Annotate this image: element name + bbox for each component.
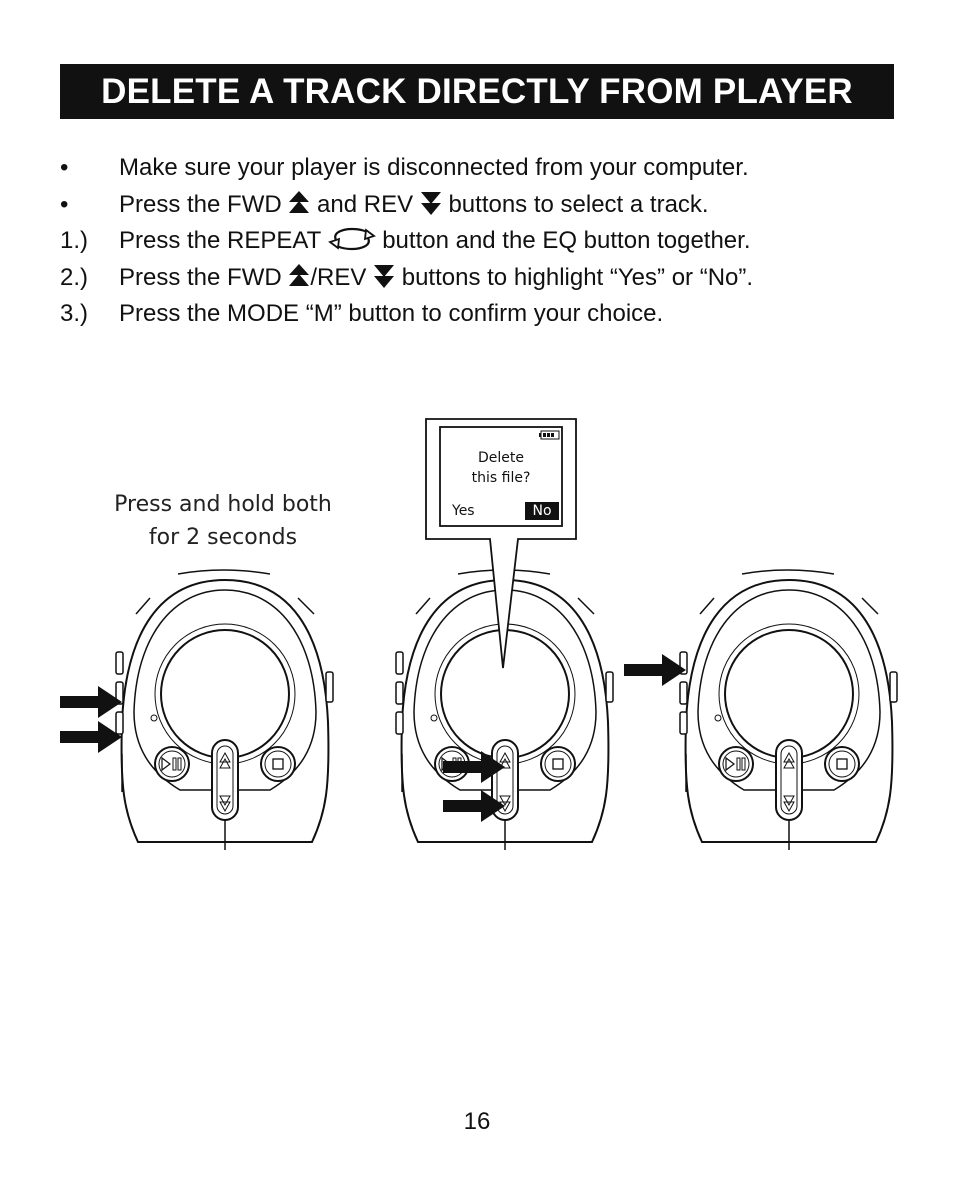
caption-line: Press and hold both [114,492,332,517]
rev-down-arrow-icon [374,264,395,288]
pointer-arrow-icon [624,654,686,686]
step-text: button and the EQ button together. [382,227,751,254]
step-text: Make sure your player is disconnected fr… [119,154,749,181]
illustration-caption: Press and hold both for 2 seconds [98,488,348,554]
step-text: Press the FWD [119,190,282,218]
rev-down-arrow-icon [420,191,441,215]
yes-option: Yes [452,503,475,519]
list-marker: 2.) [60,263,89,291]
caption-line: for 2 seconds [148,525,298,550]
fwd-up-arrow-icon [289,190,310,213]
pointer-arrow-icon [60,686,122,718]
screen-line: Delete [478,450,524,466]
page-number: 16 [463,1108,491,1135]
step-text: buttons to select a track. [448,190,709,218]
step-text: Press the REPEAT [119,227,321,254]
instruction-list: • Make sure your player is disconnected … [60,150,920,333]
list-item: 3.) Press the MODE “M” button to confirm… [60,296,920,333]
battery-icon [539,430,560,440]
no-highlight [525,502,559,520]
list-item: 1.) Press the REPEAT button and the EQ b… [60,223,920,260]
list-item: 2.) Press the FWD /REV buttons to highli… [60,260,920,297]
step-text: and REV [317,190,414,218]
list-marker: • [60,154,69,181]
screen-line: this file? [471,470,531,486]
step-text: Press the MODE “M” button to confirm you… [119,300,664,327]
player-device-3 [679,569,898,851]
page-title: DELETE A TRACK DIRECTLY FROM PLAYER [60,64,894,119]
repeat-icon [327,228,376,251]
pointer-arrow-icon [60,721,122,753]
screen-callout [425,418,577,669]
list-marker: 1.) [60,227,89,254]
step-text: buttons to highlight “Yes” or “No”. [401,263,754,291]
list-item: • Make sure your player is disconnected … [60,150,920,187]
fwd-up-arrow-icon [289,263,310,286]
step-text: Press the FWD [119,263,282,291]
no-option: No [532,503,552,519]
list-marker: • [60,190,69,218]
list-item: • Press the FWD and REV buttons to selec… [60,187,920,224]
list-marker: 3.) [60,300,89,327]
screen-prompt: Delete this file? [440,448,562,488]
player-device-1 [115,569,334,851]
step-text: /REV [310,263,367,291]
